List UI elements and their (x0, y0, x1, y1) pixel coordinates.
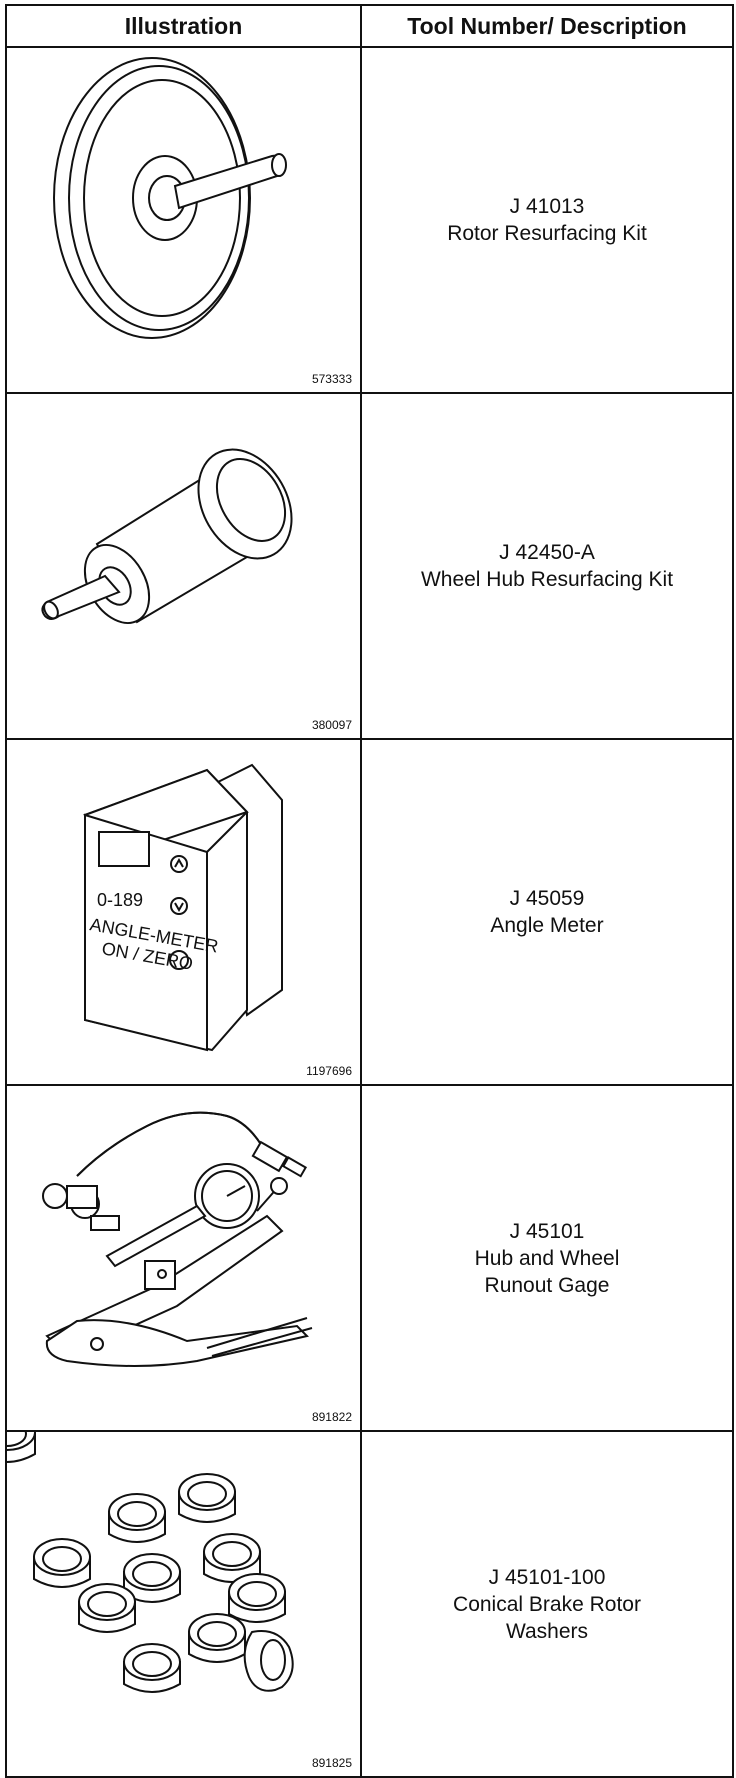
description-cell: J 41013 Rotor Resurfacing Kit (360, 46, 734, 394)
tool-description: Conical Brake Rotor Washers (453, 1592, 641, 1643)
rotor-washers-icon (7, 1432, 294, 1693)
wheel-hub-resurfacing-kit-icon (41, 448, 293, 624)
tool-number: J 45059 (509, 887, 585, 910)
table-row: 573333 J 41013 Rotor Resurfacing Kit (5, 46, 734, 394)
description-cell: J 45101-100 Conical Brake Rotor Washers (360, 1430, 734, 1778)
table-row: 0-189 ANGLE-METER ON / ZERO 1197696 J 45… (5, 738, 734, 1086)
illustration-cell: 891822 (5, 1084, 362, 1432)
figure-id: 380097 (311, 718, 352, 732)
tool-number: J 45101-100 (488, 1565, 606, 1589)
tool-number: J 42450-A (499, 541, 595, 564)
illustration-cell: 380097 (5, 392, 362, 740)
description-cell: J 45059 Angle Meter (360, 738, 734, 1086)
tool-description: Rotor Resurfacing Kit (447, 222, 647, 245)
angle-meter-range-label: 0-189 (97, 890, 143, 910)
angle-meter-icon: 0-189 ANGLE-METER ON / ZERO (83, 763, 283, 1052)
description-cell: J 42450-A Wheel Hub Resurfacing Kit (360, 392, 734, 740)
table-row: 380097 J 42450-A Wheel Hub Resurfacing K… (5, 392, 734, 740)
tool-number: J 41013 (509, 195, 585, 218)
illustration-cell: 891825 (5, 1430, 362, 1778)
tool-description: Angle Meter (490, 914, 604, 937)
tool-number: J 45101 (509, 1219, 585, 1243)
figure-id: 891822 (311, 1410, 352, 1424)
table-header-row: Illustration Tool Number/ Description (5, 4, 734, 48)
runout-gage-icon (42, 1111, 313, 1367)
tool-description: Wheel Hub Resurfacing Kit (420, 568, 674, 591)
description-cell: J 45101 Hub and Wheel Runout Gage (360, 1084, 734, 1432)
tool-table: Illustration Tool Number/ Description 57… (5, 4, 734, 1778)
table-row: 891825 J 45101-100 Conical Brake Rotor W… (5, 1430, 734, 1778)
rotor-resurfacing-kit-icon (53, 57, 287, 339)
tool-column-header: Tool Number/ Description (360, 4, 734, 48)
tool-description: Hub and Wheel Runout Gage (474, 1246, 620, 1297)
figure-id: 891825 (311, 1756, 352, 1770)
illustration-column-header: Illustration (5, 4, 362, 48)
table-row: 891822 J 45101 Hub and Wheel Runout Gage (5, 1084, 734, 1432)
figure-id: 573333 (311, 372, 352, 386)
illustration-cell: 573333 (5, 46, 362, 394)
figure-id: 1197696 (306, 1064, 352, 1078)
illustration-cell: 0-189 ANGLE-METER ON / ZERO 1197696 (5, 738, 362, 1086)
